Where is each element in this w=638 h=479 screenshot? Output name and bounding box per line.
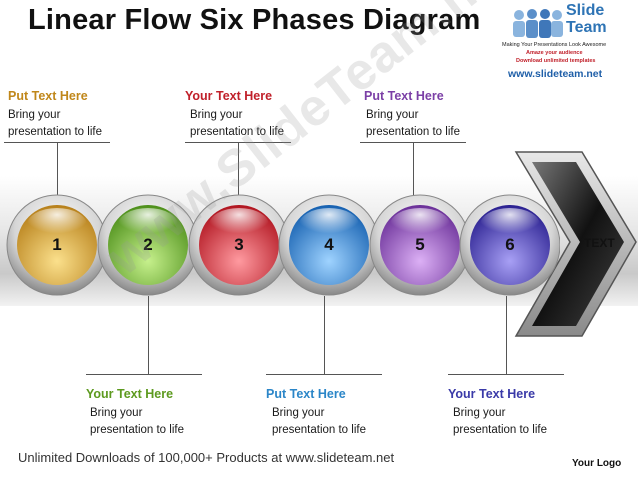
- top-label-3-title: Put Text Here: [364, 89, 444, 103]
- top-label-1-line1: Bring your: [8, 109, 61, 121]
- bottom-connector-2-v: [324, 296, 325, 374]
- arrow-chevron: [514, 151, 637, 337]
- phase-sphere-5: [369, 194, 471, 296]
- slideteam-logo: Slide Team Making Your Presentations Loo…: [500, 2, 638, 88]
- phase-number-4: 4: [324, 235, 334, 254]
- top-label-3-body: Bring your presentation to life: [366, 107, 460, 141]
- logo-tagline: Making Your Presentations Look Awesome: [502, 42, 607, 48]
- your-logo-text: Your Logo: [572, 458, 622, 469]
- bottom-connector-3-v: [506, 296, 507, 374]
- bottom-connector-1-h: [86, 374, 202, 375]
- phase-sphere-3: [188, 194, 290, 296]
- bottom-label-1-title: Your Text Here: [86, 387, 174, 401]
- top-connector-3-v: [413, 142, 414, 198]
- logo-tagline-amaze: Amaze your audience: [526, 50, 583, 56]
- top-label-2-body: Bring your presentation to life: [190, 107, 284, 141]
- footer-text: Unlimited Downloads of 100,000+ Products…: [18, 450, 395, 465]
- phase-number-5: 5: [415, 235, 425, 254]
- bottom-connector-2-h: [266, 374, 382, 375]
- bottom-label-1-line1: Bring your: [90, 407, 143, 419]
- top-label-2-title: Your Text Here: [185, 89, 273, 103]
- bottom-label-2-title: Put Text Here: [266, 387, 346, 401]
- top-label-1-body: Bring your presentation to life: [8, 107, 102, 141]
- people-icon: [513, 9, 563, 38]
- phase-sphere-6: [459, 194, 560, 296]
- bottom-label-2-line1: Bring your: [272, 407, 325, 419]
- logo-url: www.slideteam.net: [508, 68, 603, 80]
- bottom-label-2-line2: presentation to life: [272, 424, 366, 436]
- bottom-connector-3-h: [448, 374, 564, 375]
- phase-number-1: 1: [52, 235, 62, 254]
- arrow-text: TEXT: [584, 236, 615, 250]
- bottom-label-1-body: Bring your presentation to life: [90, 405, 184, 439]
- top-connector-1-v: [57, 142, 58, 198]
- bottom-label-2-body: Bring your presentation to life: [272, 405, 366, 439]
- bottom-connector-1-v: [148, 296, 149, 374]
- phase-sphere-1: [6, 194, 108, 296]
- bottom-label-1-line2: presentation to life: [90, 424, 184, 436]
- phase-number-2: 2: [143, 235, 153, 254]
- logo-brand-line2: Team: [566, 19, 607, 36]
- top-label-3-line1: Bring your: [366, 109, 419, 121]
- logo-tagline-download: Download unlimited templates: [516, 58, 596, 64]
- bottom-label-3-body: Bring your presentation to life: [453, 405, 547, 439]
- top-connector-2-v: [238, 142, 239, 198]
- top-label-2-line1: Bring your: [190, 109, 243, 121]
- phase-spheres: [6, 194, 560, 296]
- phase-sphere-2: [97, 194, 199, 296]
- phase-number-6: 6: [505, 235, 515, 254]
- top-label-3-line2: presentation to life: [366, 126, 460, 138]
- page-title: Linear Flow Six Phases Diagram: [28, 4, 481, 36]
- bottom-label-3-line1: Bring your: [453, 407, 506, 419]
- top-label-2-line2: presentation to life: [190, 126, 284, 138]
- bottom-label-3-line2: presentation to life: [453, 424, 547, 436]
- logo-brand-line1: Slide: [566, 2, 605, 19]
- phase-number-3: 3: [234, 235, 244, 254]
- top-label-1-title: Put Text Here: [8, 89, 88, 103]
- top-label-1-line2: presentation to life: [8, 126, 102, 138]
- logo-brand: Slide Team: [566, 2, 607, 36]
- bottom-label-3-title: Your Text Here: [448, 387, 536, 401]
